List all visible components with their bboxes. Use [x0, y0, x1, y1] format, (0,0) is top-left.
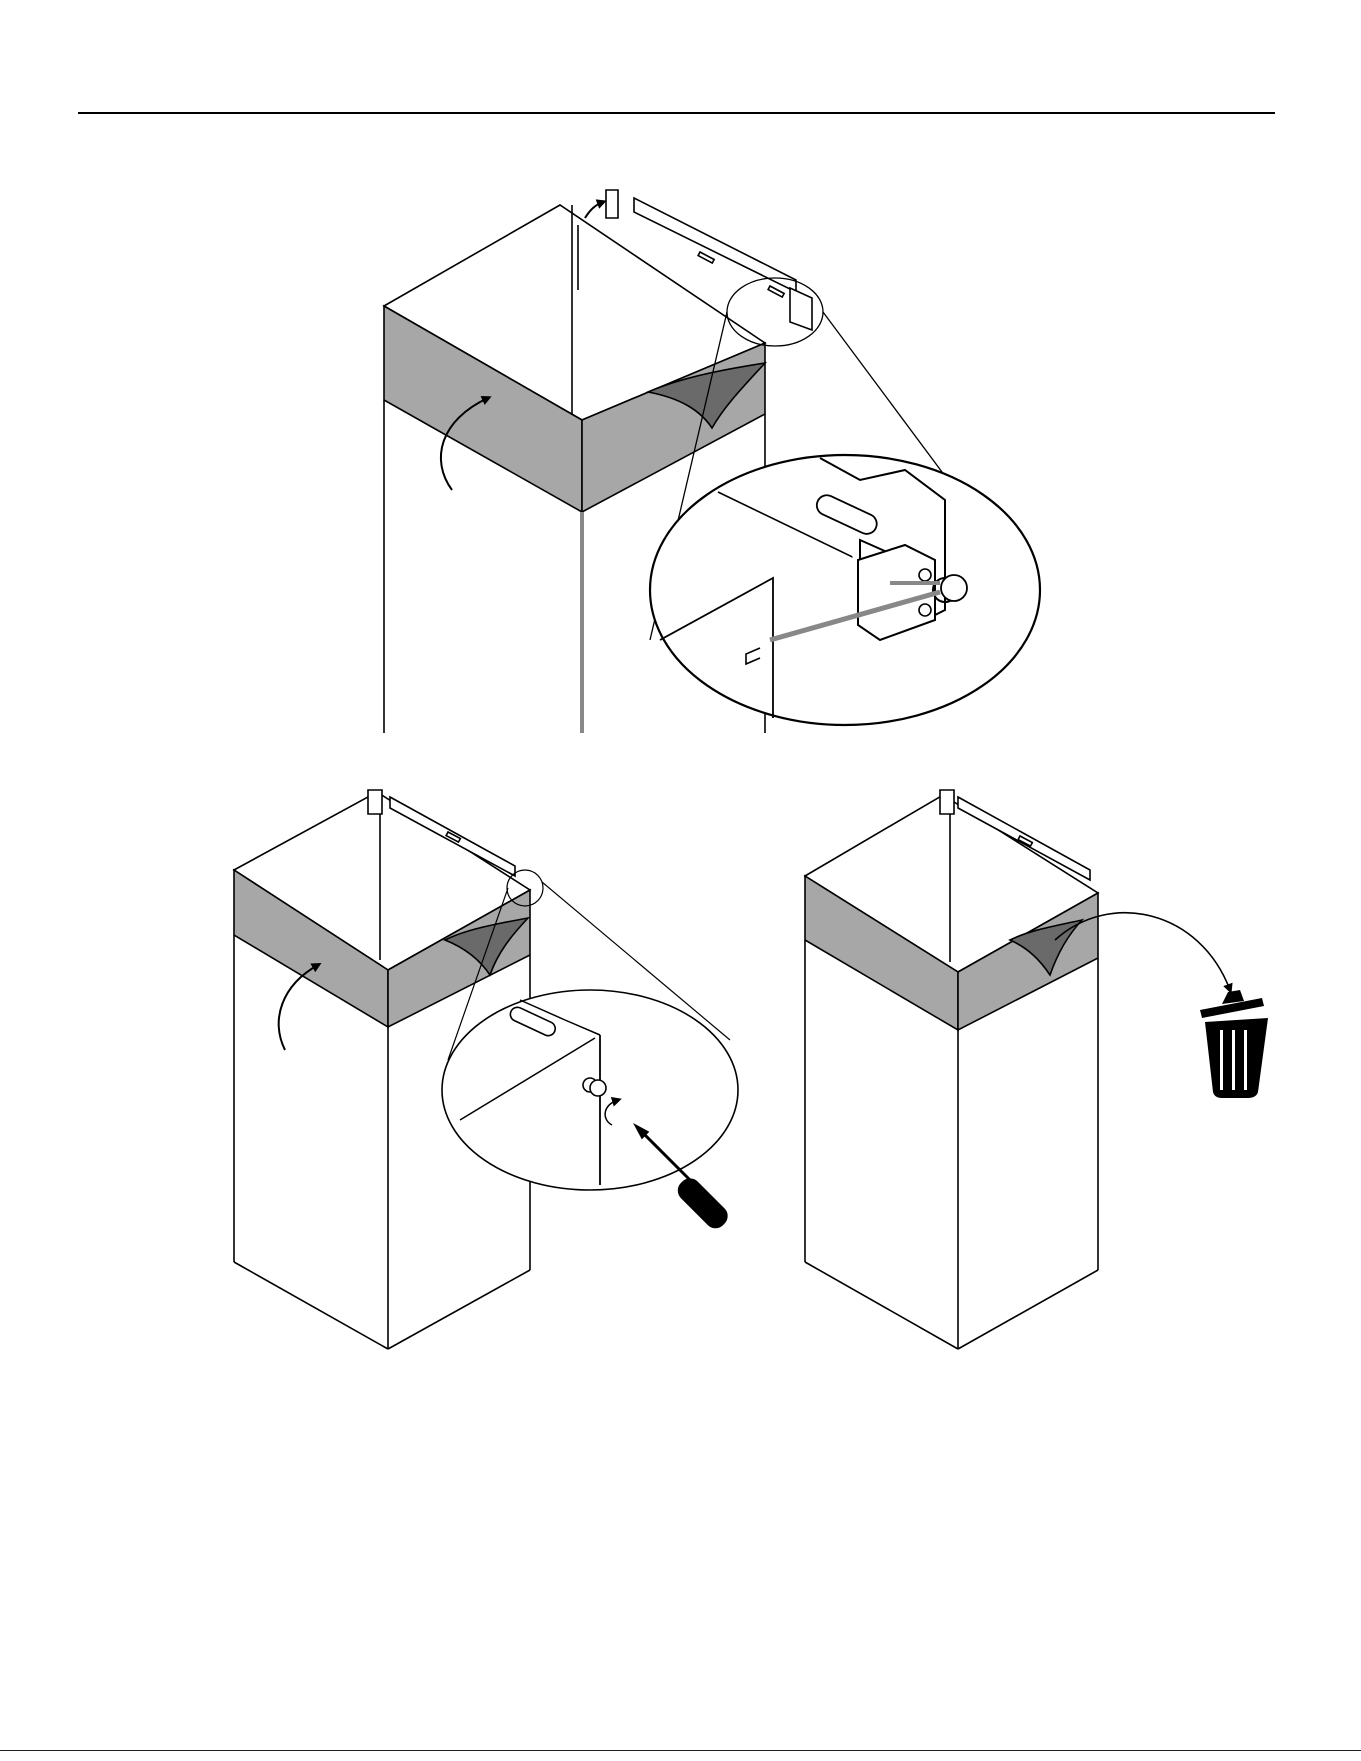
trash-can-icon — [1200, 990, 1268, 1098]
figure-2-unscrew — [234, 790, 738, 1349]
figure-1-chimney-cover — [384, 190, 1040, 733]
bottom-rule — [0, 1750, 1361, 1751]
figure-3-discard — [805, 790, 1268, 1349]
